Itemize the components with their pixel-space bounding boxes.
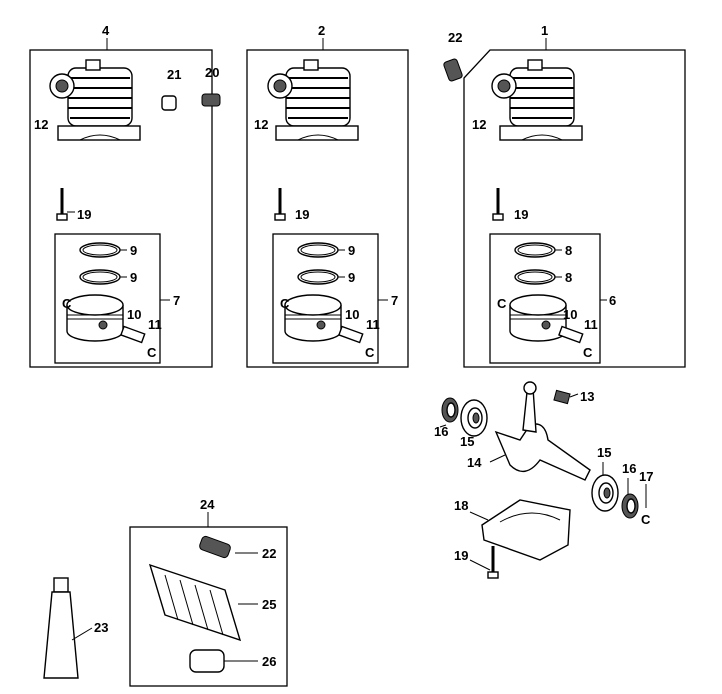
callout-number: 10 bbox=[127, 307, 141, 322]
svg-text:C: C bbox=[641, 512, 651, 527]
callout-number: 18 bbox=[454, 498, 468, 513]
callout-number: 8 bbox=[565, 243, 572, 258]
callout-number: 8 bbox=[565, 270, 572, 285]
callout-number: 19 bbox=[514, 207, 528, 222]
decompression-valve-part bbox=[201, 93, 221, 107]
cylinder-assembly-1: 1 12 19 6 8 8 C 10 11 C bbox=[463, 23, 686, 368]
callout-number: 10 bbox=[345, 307, 359, 322]
callout-number: 9 bbox=[348, 243, 355, 258]
callout-number: 4 bbox=[102, 23, 110, 38]
callout-number: 25 bbox=[262, 597, 276, 612]
callout-number: 6 bbox=[609, 293, 616, 308]
plug-part bbox=[161, 95, 177, 111]
callout-number: 10 bbox=[563, 307, 577, 322]
callout-number: 11 bbox=[148, 317, 162, 332]
callout-number: 11 bbox=[584, 317, 598, 332]
callout-number: 16 bbox=[434, 424, 448, 439]
piston-set-frame bbox=[54, 233, 161, 364]
callout-number: 16 bbox=[622, 461, 636, 476]
cylinder-assembly-4: 4 12 19 7 9 9 C 10 11 C bbox=[29, 23, 213, 368]
svg-text:C: C bbox=[583, 345, 593, 360]
crankshaft-group: 16 15 13 14 15 16 C 17 18 19 bbox=[434, 381, 653, 580]
callout-number: 9 bbox=[130, 243, 137, 258]
callout-number: 15 bbox=[460, 434, 474, 449]
filter-cover-part bbox=[148, 563, 242, 642]
cylinder-assembly-2: 2 12 19 7 9 9 C 10 11 C bbox=[246, 23, 409, 368]
callout-number: 17 bbox=[639, 469, 653, 484]
callout-number: 2 bbox=[318, 23, 325, 38]
callout-number: 20 bbox=[205, 65, 219, 80]
callout-number: 9 bbox=[130, 270, 137, 285]
cylinder-part bbox=[49, 59, 141, 141]
callout-number: 12 bbox=[472, 117, 486, 132]
callout-number: 7 bbox=[173, 293, 180, 308]
svg-text:C: C bbox=[365, 345, 375, 360]
assembly-frame bbox=[29, 49, 213, 368]
filter-kit-24: 24 22 25 26 bbox=[129, 497, 288, 687]
callout-number: 13 bbox=[580, 389, 594, 404]
crankshaft-part bbox=[494, 423, 591, 481]
callout-number: 15 bbox=[597, 445, 611, 460]
fuel-filter-part bbox=[189, 649, 225, 673]
grease-tube: 23 bbox=[43, 577, 108, 679]
callout-number: 7 bbox=[391, 293, 398, 308]
callout-number: 22 bbox=[448, 30, 462, 45]
callout-number: 21 bbox=[167, 67, 181, 82]
callout-number: 23 bbox=[94, 620, 108, 635]
callout-number: 14 bbox=[467, 455, 482, 470]
callout-number: 12 bbox=[254, 117, 268, 132]
callout-number: 24 bbox=[200, 497, 215, 512]
crankcase-bottom-part bbox=[481, 499, 571, 561]
svg-text:C: C bbox=[497, 296, 507, 311]
callout-number: 22 bbox=[262, 546, 276, 561]
svg-text:C: C bbox=[62, 296, 72, 311]
callout-number: 1 bbox=[541, 23, 548, 38]
callout-number: 19 bbox=[77, 207, 91, 222]
callout-number: 26 bbox=[262, 654, 276, 669]
callout-number: 19 bbox=[295, 207, 309, 222]
callout-number: 11 bbox=[366, 317, 380, 332]
svg-text:C: C bbox=[147, 345, 157, 360]
callout-number: 19 bbox=[454, 548, 468, 563]
callout-number: 9 bbox=[348, 270, 355, 285]
svg-text:C: C bbox=[280, 296, 290, 311]
callout-number: 12 bbox=[34, 117, 48, 132]
